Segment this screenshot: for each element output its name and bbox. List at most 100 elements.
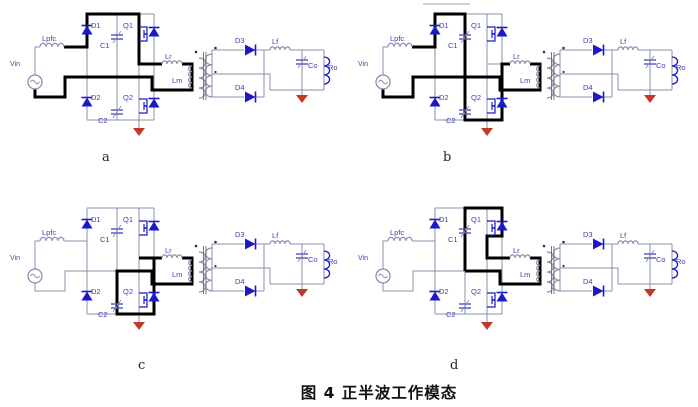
capacitor-co-icon [644, 249, 656, 263]
diode-d1-icon [81, 24, 93, 35]
capacitor-co-icon [644, 55, 656, 69]
ac-source-icon [375, 74, 391, 90]
svg-text:Q1: Q1 [123, 21, 133, 30]
svg-text:Q2: Q2 [471, 287, 481, 296]
svg-text:Lpfc: Lpfc [390, 34, 404, 43]
svg-text:D2: D2 [439, 287, 449, 296]
svg-text:C2: C2 [446, 310, 456, 319]
inductor-lf [269, 240, 291, 245]
ac-source-icon [375, 268, 391, 284]
ground-output-icon [296, 289, 308, 297]
inductor-lr [509, 60, 531, 65]
svg-text:Co: Co [308, 61, 318, 70]
antiparallel-diode-q2-icon [148, 97, 160, 108]
svg-text:Ro: Ro [676, 63, 686, 72]
diode-d2-icon [81, 290, 93, 301]
capacitor-c1-icon [459, 224, 471, 238]
capacitor-c1-icon [459, 30, 471, 44]
inductor-lr [161, 60, 183, 65]
diode-d2-icon [429, 96, 441, 107]
svg-text:D1: D1 [91, 215, 101, 224]
antiparallel-diode-q2-icon [496, 97, 508, 108]
svg-text:Lm: Lm [520, 270, 530, 279]
resistor-ro-icon [671, 250, 679, 279]
antiparallel-diode-q1-icon [496, 26, 508, 37]
inductor-lpfc [387, 42, 413, 48]
diode-d3-icon [593, 44, 605, 56]
svg-text:Vin: Vin [10, 255, 20, 262]
capacitor-c2-icon [111, 299, 123, 313]
svg-text:Lm: Lm [172, 270, 182, 279]
resistor-ro-icon [323, 56, 331, 85]
svg-text:D3: D3 [235, 36, 245, 45]
inductor-lf [617, 46, 639, 51]
diode-d3-icon [245, 238, 257, 250]
bold-current-path [381, 12, 542, 122]
svg-text:Lpfc: Lpfc [42, 34, 56, 43]
diode-d4-icon [245, 285, 257, 297]
svg-text:D4: D4 [583, 277, 593, 286]
bold-current-path [463, 206, 542, 286]
ac-source-icon [27, 74, 43, 90]
transformer-icon [194, 46, 217, 100]
inductor-lm [536, 259, 541, 283]
svg-text:Lr: Lr [513, 52, 520, 61]
wires [34, 13, 325, 128]
ground-output-icon [296, 95, 308, 103]
inductor-lm [188, 65, 193, 89]
svg-text:Co: Co [656, 255, 666, 264]
svg-text:C2: C2 [98, 310, 108, 319]
capacitor-c2-icon [459, 105, 471, 119]
svg-text:C1: C1 [448, 41, 458, 50]
inductor-lf [269, 46, 291, 51]
diode-d2-icon [429, 290, 441, 301]
inductor-lf [617, 240, 639, 245]
mosfet-q2-icon [139, 292, 148, 308]
svg-text:Q2: Q2 [123, 93, 133, 102]
transformer-icon [542, 46, 565, 100]
mosfet-q2-icon [487, 292, 496, 308]
bold-current-path [115, 256, 194, 316]
svg-text:D3: D3 [235, 230, 245, 239]
ac-source-icon [27, 268, 43, 284]
mosfet-q1-icon [139, 220, 148, 236]
svg-text:Lm: Lm [172, 76, 182, 85]
svg-text:D4: D4 [583, 83, 593, 92]
svg-text:C2: C2 [446, 116, 456, 125]
wires [382, 207, 673, 322]
diode-d4-icon [593, 91, 605, 103]
svg-text:D1: D1 [439, 21, 449, 30]
svg-text:Co: Co [308, 255, 318, 264]
diode-d1-icon [429, 24, 441, 35]
diode-d3-icon [593, 238, 605, 250]
transformer-icon [542, 240, 565, 294]
svg-text:Lr: Lr [513, 246, 520, 255]
inductor-lr [509, 254, 531, 259]
svg-text:D4: D4 [235, 277, 245, 286]
svg-text:D2: D2 [439, 93, 449, 102]
svg-text:Q2: Q2 [471, 93, 481, 102]
diode-d1-icon [81, 218, 93, 229]
mosfet-q1-icon [487, 26, 496, 42]
capacitor-co-icon [296, 55, 308, 69]
svg-text:Lr: Lr [165, 52, 172, 61]
svg-text:Q1: Q1 [471, 215, 481, 224]
svg-text:D3: D3 [583, 230, 593, 239]
diode-d4-icon [245, 91, 257, 103]
capacitor-c2-icon [459, 299, 471, 313]
svg-text:D2: D2 [91, 287, 101, 296]
svg-text:Lf: Lf [272, 231, 279, 240]
svg-text:C1: C1 [100, 235, 110, 244]
svg-text:Co: Co [656, 61, 666, 70]
antiparallel-diode-q1-icon [148, 26, 160, 37]
resistor-ro-icon [323, 250, 331, 279]
inductor-lr [161, 254, 183, 259]
diode-d3-icon [245, 44, 257, 56]
inductor-lpfc [39, 42, 65, 48]
